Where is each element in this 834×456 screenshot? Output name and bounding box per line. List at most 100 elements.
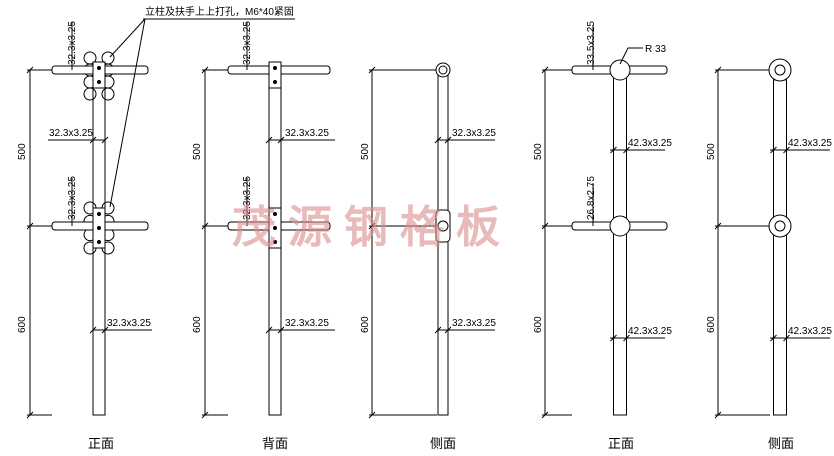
dimension-tick	[610, 146, 617, 154]
ball-joint	[609, 59, 631, 81]
bolt-icon	[273, 226, 277, 230]
bolt-icon	[273, 80, 277, 84]
v4-top-rail-label: 33.5x3.25	[586, 21, 597, 65]
dimension-tick	[444, 136, 452, 144]
dimension-tick	[770, 334, 777, 342]
clamp-lobe	[83, 87, 97, 101]
v5-post-lower-label: 42.3x3.25	[788, 326, 832, 337]
dimension-tick	[623, 146, 630, 154]
leader-line-top	[109, 18, 146, 58]
bolt-icon	[97, 212, 101, 216]
fastening-note-text: 立柱及扶手上上打孔，M6*40紧固	[145, 5, 294, 18]
dimension-tick	[265, 136, 273, 144]
bolt-icon	[273, 212, 277, 216]
v3-post-upper-label: 32.3x3.25	[452, 128, 496, 139]
dimension-tick	[541, 66, 549, 74]
dimension-tick	[541, 222, 549, 230]
rail-bore	[774, 220, 786, 232]
v2-post-upper-label: 32.3x3.25	[285, 128, 329, 139]
bolt-icon	[273, 66, 277, 70]
ball-joint-side	[768, 58, 792, 82]
dimension-tick	[714, 66, 722, 74]
v2-dim-upper: 500	[192, 143, 203, 160]
dimension-tick	[434, 136, 442, 144]
v5-post-upper-label: 42.3x3.25	[788, 138, 832, 149]
watermark: 茂源钢格板	[232, 202, 512, 253]
leader-line-mid	[109, 18, 146, 208]
v1-dim-upper: 500	[17, 143, 28, 160]
fastening-note: 立柱及扶手上上打孔，M6*40紧固	[109, 5, 295, 208]
dimension-tick	[783, 334, 790, 342]
dimension-tick	[101, 326, 109, 334]
drawing-geometry	[26, 22, 830, 419]
dimension-tick	[368, 411, 376, 419]
dimension-tick	[714, 222, 722, 230]
dimension-tick	[26, 411, 34, 419]
dimension-tick	[434, 326, 442, 334]
radius-leader	[619, 47, 643, 65]
v2-top-rail-label: 32.3x3.25	[242, 21, 253, 65]
v5-caption: 侧面	[768, 437, 794, 452]
dimension-tick	[89, 136, 97, 144]
dimension-tick	[201, 411, 209, 419]
post	[773, 79, 787, 416]
bracket-side	[435, 209, 451, 243]
v4-mid-rail-label: 26.8x2.75	[586, 176, 597, 220]
v3-dim-upper: 500	[360, 143, 371, 160]
v2-caption: 背面	[262, 437, 288, 452]
mid-rail-section	[437, 220, 449, 232]
bolt-icon	[273, 240, 277, 244]
v2-dim-lower: 600	[192, 316, 203, 333]
dimension-tick	[368, 66, 376, 74]
dimension-tick	[714, 411, 722, 419]
v4-radius-label: R 33	[645, 44, 667, 55]
dimension-tick	[444, 326, 452, 334]
v1-mid-rail-label: 32.3x3.25	[67, 176, 78, 220]
dimension-tick	[770, 146, 777, 154]
bolt-icon	[97, 66, 101, 70]
dimension-tick	[26, 222, 34, 230]
v3-caption: 侧面	[430, 437, 456, 452]
v1-post-upper-label: 32.3x3.25	[49, 128, 93, 139]
ball-joint-side	[768, 214, 792, 238]
bracket	[92, 61, 106, 89]
v4-post-upper-label: 42.3x3.25	[628, 138, 672, 149]
v5-dim-lower: 600	[706, 316, 717, 333]
bolt-icon	[97, 226, 101, 230]
v3-dim-lower: 600	[360, 316, 371, 333]
top-rail-bore	[438, 65, 448, 75]
dimension-tick	[89, 326, 97, 334]
post	[613, 69, 627, 416]
dimension-tick	[541, 411, 549, 419]
dimension-tick	[783, 146, 790, 154]
clamp-lobe	[101, 87, 115, 101]
v3-post-lower-label: 32.3x3.25	[452, 318, 496, 329]
v2-post-lower-label: 32.3x3.25	[285, 318, 329, 329]
bolt-icon	[97, 80, 101, 84]
v4-caption: 正面	[608, 437, 634, 452]
v1-caption: 正面	[88, 437, 114, 452]
rail-bore	[774, 64, 786, 76]
dimension-tick	[610, 334, 617, 342]
dimension-tick	[101, 136, 109, 144]
v4-dim-upper: 500	[533, 143, 544, 160]
dimension-tick	[26, 66, 34, 74]
v5-dim-upper: 500	[706, 143, 717, 160]
v1-post-lower-label: 32.3x3.25	[107, 318, 151, 329]
v1-top-rail-label: 32.3x3.25	[67, 21, 78, 65]
dimension-tick	[277, 136, 285, 144]
dimension-tick	[368, 222, 376, 230]
v4-post-lower-label: 42.3x3.25	[628, 326, 672, 337]
dimension-tick	[265, 326, 273, 334]
v4-dim-lower: 600	[533, 316, 544, 333]
dimension-tick	[623, 334, 630, 342]
bolt-icon	[97, 240, 101, 244]
v1-dim-lower: 600	[17, 316, 28, 333]
v2-mid-rail-label: 32.3x3.25	[242, 176, 253, 220]
bracket	[268, 61, 282, 89]
dimension-tick	[201, 66, 209, 74]
dimension-tick	[277, 326, 285, 334]
ball-joint	[609, 215, 631, 237]
top-rail-section	[435, 62, 451, 78]
